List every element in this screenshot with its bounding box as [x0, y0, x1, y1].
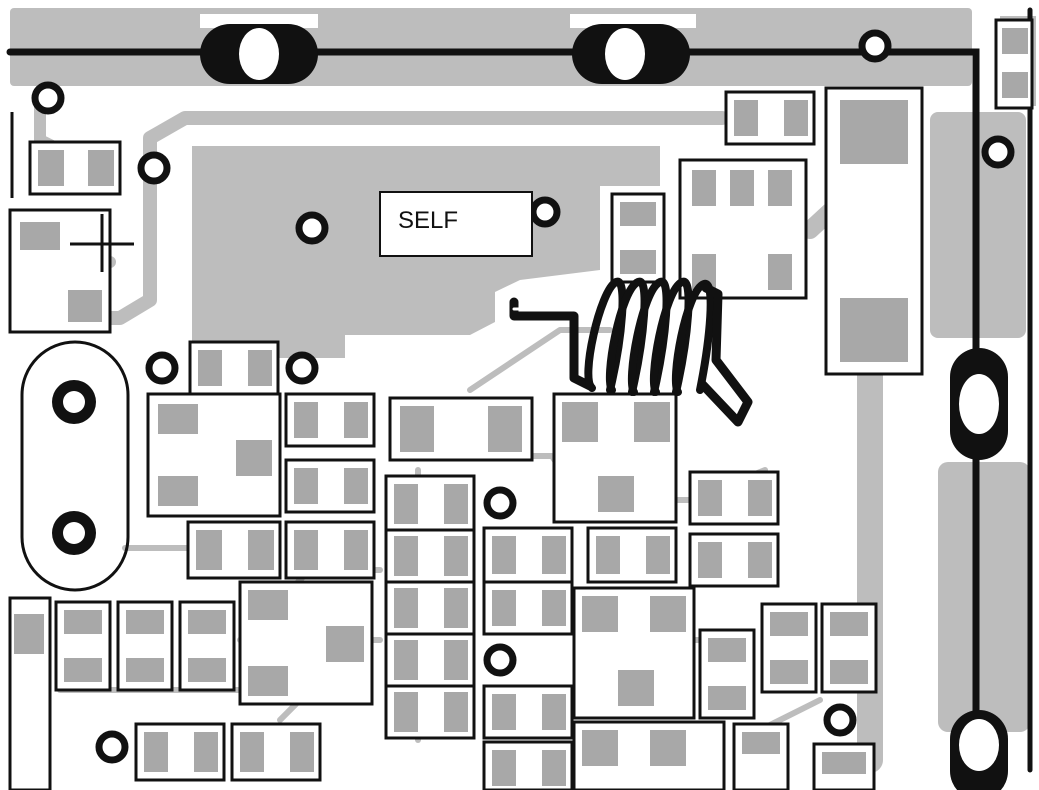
smd-component [116, 600, 174, 692]
inductor-coil [509, 277, 753, 427]
coil-winding-4 [649, 277, 693, 396]
coil-winding-3 [627, 277, 671, 396]
transistor-left [146, 392, 282, 518]
via [145, 351, 179, 385]
via [823, 703, 857, 737]
vias [31, 29, 1015, 764]
slot-pads [200, 24, 1008, 790]
via [31, 81, 65, 115]
smd-component [482, 580, 574, 636]
transistor-center [552, 392, 678, 524]
smd-component [284, 458, 376, 514]
smd-component [134, 722, 226, 782]
via [137, 151, 171, 185]
smd-component [388, 396, 534, 462]
slot-hole [239, 28, 279, 80]
via [285, 351, 319, 385]
via [858, 29, 892, 63]
tall-component-right [824, 86, 924, 376]
smd-component [188, 340, 280, 396]
transistor-bottom-center [572, 720, 726, 790]
smd-component [482, 526, 574, 584]
crystal-oscillator [20, 340, 130, 592]
via [529, 196, 561, 228]
power-rails [6, 7, 1033, 774]
via [483, 486, 517, 520]
coil-winding-1 [584, 277, 627, 394]
top-power-rail [6, 48, 980, 774]
smd-component [28, 140, 122, 196]
right-edge-component [994, 18, 1034, 110]
via [95, 730, 129, 764]
coil-winding-2 [605, 277, 649, 396]
transistor-upper-right [678, 158, 808, 300]
left-edge-bottom [8, 596, 52, 790]
top-copper-strip [10, 8, 972, 86]
left-edge-component [8, 208, 134, 334]
smd-component [724, 90, 816, 146]
self-label: SELF [398, 207, 458, 234]
smd-component [610, 192, 666, 284]
slot-hole [605, 28, 645, 80]
smd-component [284, 392, 376, 448]
smd-component [178, 600, 236, 692]
smd-component [284, 520, 376, 580]
smd-component [482, 740, 574, 790]
smd-component [760, 602, 818, 694]
right-vertical-pour-bottom [938, 462, 1030, 732]
crystal-pad-hole [63, 522, 85, 544]
smd-component [186, 520, 282, 580]
transistor-lower-right [572, 586, 696, 720]
coil-lead-right [697, 283, 753, 427]
crystal-pad-hole [63, 391, 85, 413]
smd-component [482, 684, 574, 740]
smd-components [8, 18, 1034, 790]
resistor-stack [384, 474, 476, 740]
slot-hole [959, 374, 999, 434]
self-label-box: SELF [379, 191, 533, 257]
via [981, 135, 1015, 169]
via [483, 643, 517, 677]
smd-component [698, 628, 756, 720]
via [295, 211, 329, 245]
slot-hole [959, 719, 999, 771]
smd-component [230, 722, 322, 782]
smd-component [820, 602, 878, 694]
smd-component [54, 600, 112, 692]
transistor-lower-center [238, 580, 374, 706]
coil-lead-left [509, 297, 595, 391]
smd-component [688, 532, 780, 588]
smd-component [586, 526, 678, 584]
smd-component [688, 470, 780, 526]
smd-component [732, 722, 790, 790]
crystal-outline [20, 340, 130, 592]
smd-component [812, 742, 876, 790]
